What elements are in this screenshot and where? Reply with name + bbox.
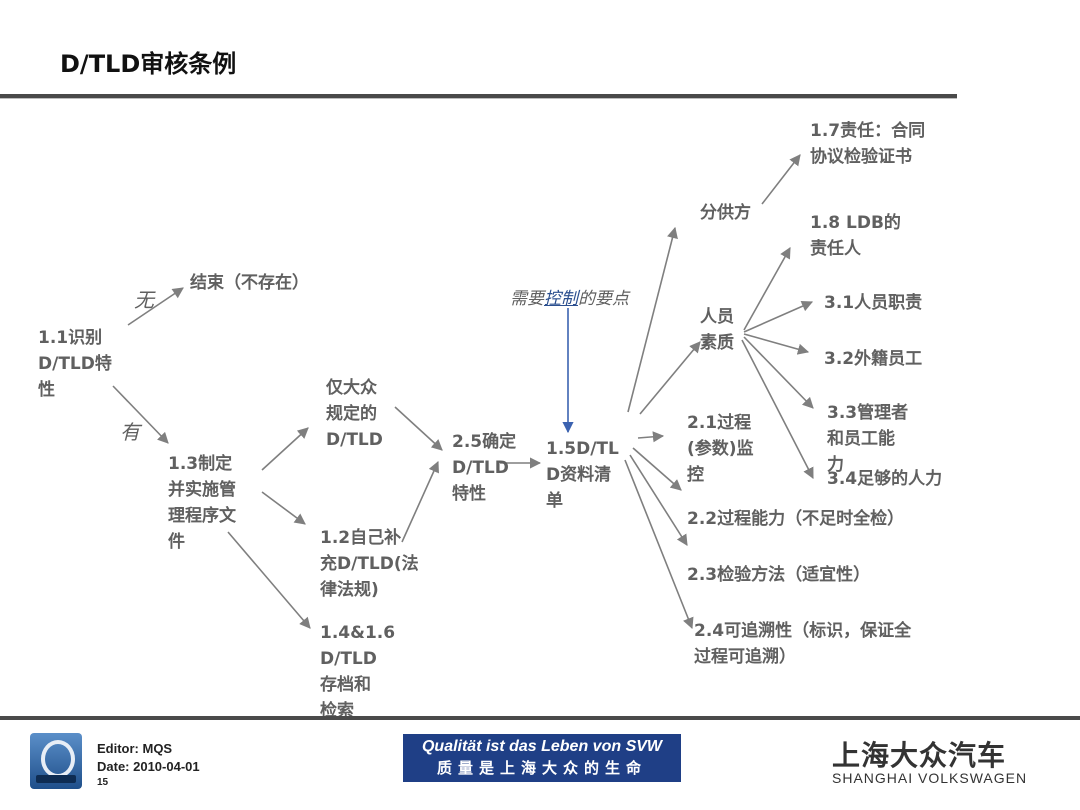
node-subsupplier: 分供方 bbox=[700, 203, 751, 223]
edge-label-yes: 有 bbox=[120, 420, 140, 444]
quality-logo-icon bbox=[30, 733, 82, 789]
node-contract-responsibility: 1.7责任：合同 协议检验证书 bbox=[810, 121, 926, 167]
arrow-list-to-process-monitoring bbox=[637, 431, 665, 443]
arrow-list-to-subsupplier bbox=[627, 226, 678, 413]
node-inspection-method: 2.3检验方法（适宜性） bbox=[687, 565, 871, 585]
brand-name-english: SHANGHAI VOLKSWAGEN bbox=[832, 770, 1028, 786]
arrow-procedure-to-vw bbox=[261, 427, 309, 471]
page-title: D/TLD审核条例 bbox=[60, 50, 237, 78]
arrow-subsupplier-to-responsibility bbox=[761, 154, 801, 205]
editor-name: Editor: MQS bbox=[97, 741, 173, 756]
arrow-list-to-traceability bbox=[624, 459, 694, 630]
node-identify-characteristics: 1.1识别 D/TLD特 性 bbox=[38, 328, 112, 400]
node-own-supplement: 1.2自己补 充D/TLD(法 律法规) bbox=[320, 528, 419, 600]
arrow-own-to-characteristics bbox=[401, 460, 439, 543]
arrow-staff-to-foreign bbox=[743, 333, 810, 355]
node-determine-characteristics: 2.5确定 D/TLD 特性 bbox=[452, 432, 517, 504]
brand-name-chinese: 上海大众汽车 bbox=[832, 739, 1007, 772]
arrow-staff-to-duties bbox=[743, 300, 814, 333]
need-control-annotation: 需要控制的要点 bbox=[510, 284, 629, 309]
arrow-procedure-to-archive bbox=[227, 531, 311, 629]
footer-divider bbox=[0, 716, 1080, 720]
node-ldb-responsible: 1.8 LDB的 责任人 bbox=[810, 213, 901, 259]
arrow-list-to-inspection-method bbox=[629, 454, 688, 546]
node-vw-defined: 仅大众 规定的 D/TLD bbox=[326, 378, 383, 450]
arrow-procedure-to-own bbox=[261, 491, 306, 525]
logo-base bbox=[36, 775, 76, 783]
arrow-identify-to-end bbox=[127, 287, 184, 326]
editor-info: Editor: MQS Date: 2010-04-01 15 bbox=[97, 740, 200, 790]
node-foreign-staff: 3.2外籍员工 bbox=[824, 349, 923, 369]
arrow-list-to-process-capability bbox=[632, 447, 682, 491]
node-staff-quality: 人员 素质 bbox=[700, 307, 734, 353]
need-control-prefix: 需要 bbox=[510, 289, 544, 309]
arrow-staff-to-ldb bbox=[743, 247, 791, 331]
node-competence: 3.3管理者 和员工能 力 bbox=[827, 403, 909, 475]
node-traceability: 2.4可追溯性（标识，保证全 过程可追溯） bbox=[694, 621, 912, 667]
need-control-highlight: 控制 bbox=[544, 289, 578, 309]
logo-ring bbox=[41, 740, 75, 778]
arrow-identify-to-procedure bbox=[112, 385, 169, 444]
node-manpower: 3.4足够的人力 bbox=[827, 469, 943, 489]
slogan-banner: Qualität ist das Leben von SVW 质量是上海大众的生… bbox=[403, 734, 681, 782]
page-number: 15 bbox=[97, 777, 109, 788]
title-divider-shadow bbox=[0, 98, 957, 99]
arrow-staff-to-competence bbox=[743, 336, 814, 409]
arrow-staff-to-manpower bbox=[741, 339, 814, 479]
arrow-list-to-staff bbox=[639, 341, 701, 415]
node-document-list: 1.5D/TL D资料清 单 bbox=[546, 439, 619, 511]
node-staff-duties: 3.1人员职责 bbox=[824, 293, 923, 313]
editor-date: Date: 2010-04-01 bbox=[97, 759, 200, 774]
edge-label-none: 无 bbox=[134, 288, 154, 312]
node-archive-retrieval: 1.4&1.6 D/TLD 存档和 检索 bbox=[320, 623, 396, 721]
node-end-not-exist: 结束（不存在） bbox=[190, 273, 309, 293]
node-procedure: 1.3制定 并实施管 理程序文 件 bbox=[168, 454, 236, 552]
node-process-monitoring: 2.1过程 (参数)监 控 bbox=[687, 413, 754, 485]
need-control-suffix: 的要点 bbox=[578, 289, 629, 309]
slogan-german: Qualität ist das Leben von SVW bbox=[421, 738, 663, 755]
title-divider bbox=[0, 94, 957, 98]
slogan-chinese: 质量是上海大众的生命 bbox=[436, 760, 647, 777]
arrow-vw-to-characteristics bbox=[394, 406, 443, 451]
node-process-capability: 2.2过程能力（不足时全检） bbox=[687, 509, 905, 529]
